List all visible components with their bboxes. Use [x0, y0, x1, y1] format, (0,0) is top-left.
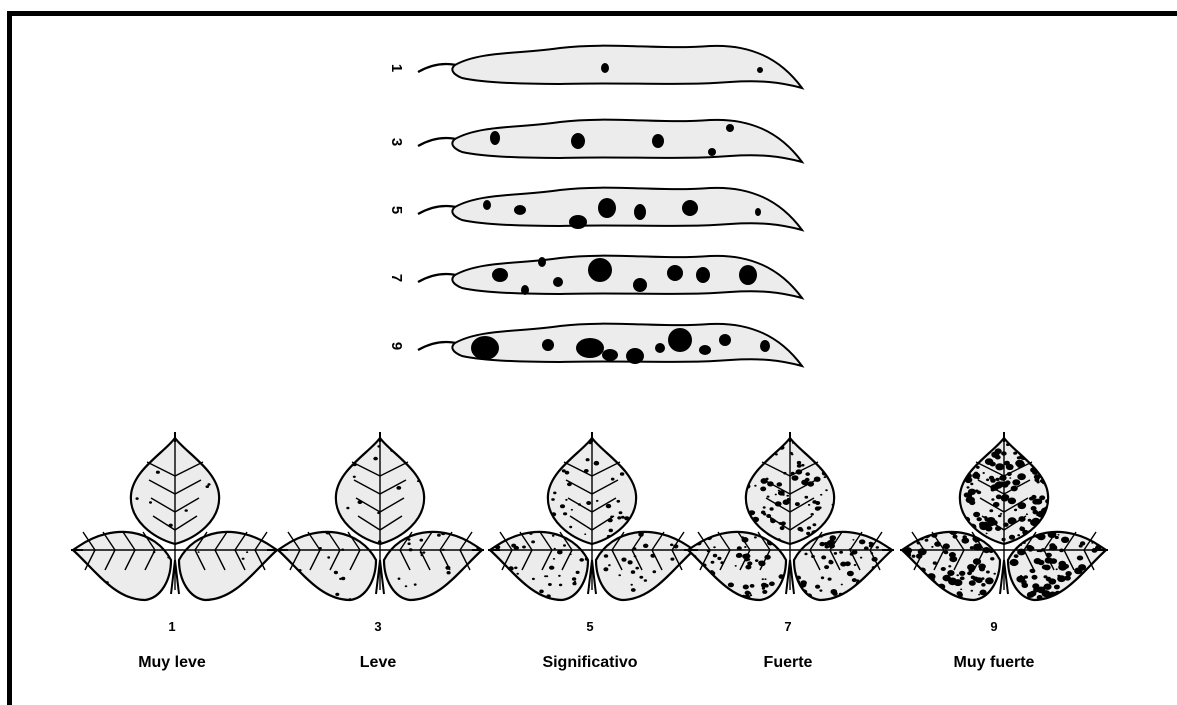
pod-grade-label: 1 — [388, 64, 405, 72]
pods-group: 1 3 5 7 9 — [388, 46, 802, 366]
pod-lesion — [760, 340, 770, 352]
pod-lesion — [483, 200, 491, 210]
pod-3: 3 — [388, 120, 802, 162]
pod-grade-label: 3 — [388, 138, 405, 146]
leaf-label-fuerte: Fuerte — [708, 654, 868, 672]
leaf-7 — [684, 432, 897, 604]
leaf-label-muy-fuerte: Muy fuerte — [914, 654, 1074, 672]
pod-lesion — [490, 131, 500, 145]
pod-lesion — [602, 349, 618, 361]
pod-lesion — [626, 348, 644, 364]
leaf-grade-5: 5 — [510, 619, 670, 634]
pod-lesion — [682, 200, 698, 216]
pod-lesion — [601, 63, 609, 73]
pod-lesion — [652, 134, 664, 148]
pod-lesion — [588, 258, 612, 282]
leaf-9 — [897, 432, 1110, 605]
pod-grade-label: 9 — [388, 342, 405, 350]
pod-9: 9 — [388, 324, 802, 366]
pod-lesion — [598, 198, 616, 218]
pod-lesion — [699, 345, 711, 355]
pod-lesion — [667, 265, 683, 281]
pod-lesion — [633, 278, 647, 292]
pod-lesion — [755, 208, 761, 216]
pod-lesion — [696, 267, 710, 283]
pod-7: 7 — [388, 256, 802, 298]
leaves-group — [71, 432, 1111, 605]
pod-lesion — [634, 204, 646, 220]
pod-lesion — [739, 265, 757, 285]
leaf-label-leve: Leve — [298, 654, 458, 672]
leaf-grade-3: 3 — [298, 619, 458, 634]
pod-grade-label: 5 — [388, 206, 405, 214]
pod-lesion — [757, 67, 763, 73]
pod-lesion — [492, 268, 508, 282]
pod-lesion — [571, 133, 585, 149]
leaf-label-muy-leve: Muy leve — [92, 654, 252, 672]
pod-5: 5 — [388, 188, 802, 230]
pod-lesion — [553, 277, 563, 287]
pod-lesion — [726, 124, 734, 132]
leaf-label-significativo: Significativo — [510, 654, 670, 672]
pod-lesion — [719, 334, 731, 346]
leaf-grade-7: 7 — [708, 619, 868, 634]
pod-lesion — [542, 339, 554, 351]
pod-lesion — [655, 343, 665, 353]
leaf-grade-1: 1 — [92, 619, 252, 634]
leaf-5 — [487, 432, 697, 602]
pod-lesion — [668, 328, 692, 352]
pod-lesion — [514, 205, 526, 215]
pod-lesion — [471, 336, 499, 360]
pod-lesion — [521, 285, 529, 295]
leaf-grade-9: 9 — [914, 619, 1074, 634]
leaf-3 — [275, 432, 485, 603]
pod-lesion — [708, 148, 716, 156]
pod-grade-label: 7 — [388, 274, 405, 282]
pod-1: 1 — [388, 46, 802, 88]
pod-lesion — [538, 257, 546, 267]
pod-lesion — [576, 338, 604, 358]
pod-lesion — [569, 215, 587, 229]
leaf-1 — [71, 432, 280, 600]
